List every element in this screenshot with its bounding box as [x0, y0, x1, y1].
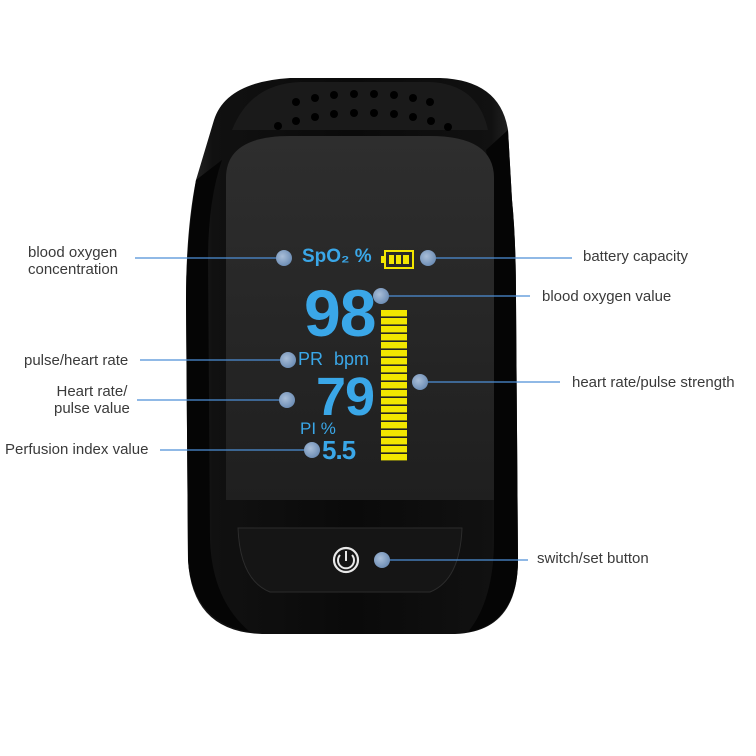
callout-dots — [276, 250, 436, 568]
callout-dot-concentration — [276, 250, 292, 266]
pulse-bar-segment — [381, 318, 407, 325]
pulse-bar-segment — [381, 430, 407, 437]
callout-dot-pr-value — [279, 392, 295, 408]
pr-label: PR bpm — [298, 349, 370, 369]
pulse-bar-segment — [381, 342, 407, 349]
label-switch-set-button: switch/set button — [537, 550, 649, 567]
speaker-grill — [274, 90, 452, 131]
pulse-bar-segment — [381, 414, 407, 421]
pulse-bar-segment — [381, 326, 407, 333]
pulse-bar-segment — [381, 334, 407, 341]
pi-label: PI % — [300, 419, 336, 438]
pulse-bar-segment — [381, 350, 407, 357]
callout-lines — [135, 257, 572, 561]
pr-value: 79 — [316, 367, 375, 427]
device-side-left — [186, 160, 250, 632]
pulse-bar-segment — [381, 406, 407, 413]
label-blood-oxygen-concentration: blood oxygen concentration — [28, 244, 119, 278]
battery-icon — [381, 250, 414, 269]
button-panel — [237, 527, 463, 593]
label-heart-rate-pulse-strength: heart rate/pulse strength — [572, 374, 735, 391]
spo2-label: SpO₂ % — [302, 246, 372, 267]
pulse-bar-segment — [381, 454, 407, 461]
callout-dot-battery — [420, 250, 436, 266]
power-icon[interactable] — [332, 546, 360, 574]
pulse-bar-segment — [381, 438, 407, 445]
callout-dot-spo2-value — [373, 288, 389, 304]
label-perfusion-index-value: Perfusion index value — [5, 441, 149, 458]
callout-dot-pr — [280, 352, 296, 368]
device-side-right — [468, 130, 518, 632]
pulse-bar-segment — [381, 446, 407, 453]
label-blood-oxygen-value: blood oxygen value — [542, 288, 672, 305]
pi-value: 5.5 — [322, 435, 356, 465]
pulse-bar-segment — [381, 422, 407, 429]
callout-dot-strength — [412, 374, 428, 390]
pulse-bar-segment — [381, 310, 407, 317]
pulse-bar-segment — [381, 366, 407, 373]
callout-dot-button — [374, 552, 390, 568]
pulse-bar-segment — [381, 358, 407, 365]
pulse-bar-segment — [381, 390, 407, 397]
pulse-strength-bar — [381, 310, 407, 461]
callout-dot-pi-value — [304, 442, 320, 458]
label-heart-rate-pulse-value: Heart rate/ pulse value — [54, 383, 130, 417]
spo2-value: 98 — [304, 276, 376, 350]
pulse-bar-segment — [381, 374, 407, 381]
pulse-bar-segment — [381, 398, 407, 405]
lcd-screen — [226, 136, 494, 500]
label-battery-capacity: battery capacity — [583, 248, 689, 265]
label-pulse-heart-rate: pulse/heart rate — [24, 352, 129, 369]
top-cap — [232, 82, 488, 130]
pulse-bar-segment — [381, 382, 407, 389]
